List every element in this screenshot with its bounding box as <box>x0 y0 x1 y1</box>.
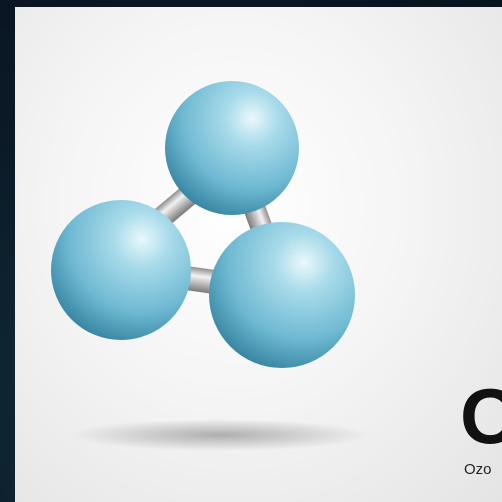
atom-top <box>165 81 299 215</box>
atom-left <box>51 200 191 340</box>
atom-right <box>209 222 355 368</box>
molecule-floor-shadow <box>70 419 370 451</box>
formula-caption: Ozo <box>464 461 492 478</box>
chemical-formula: O <box>460 372 502 460</box>
image-card: O Ozo <box>15 7 502 502</box>
ozone-molecule-illustration <box>51 81 370 451</box>
